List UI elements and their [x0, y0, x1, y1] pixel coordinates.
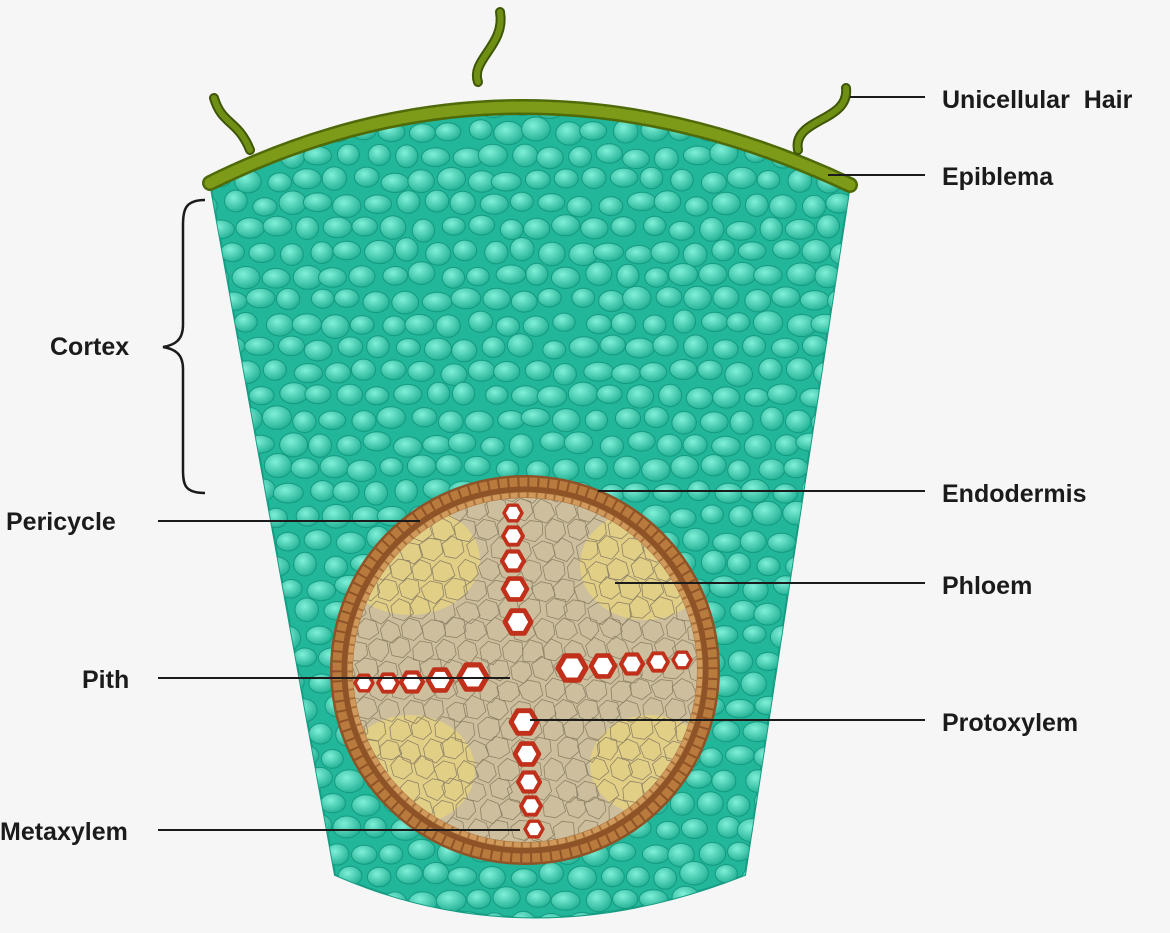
cortex-brace	[163, 200, 205, 493]
label-unicellular-hair: Unicellular Hair	[942, 86, 1133, 114]
label-pith: Pith	[82, 666, 129, 694]
label-epiblema: Epiblema	[942, 163, 1054, 191]
label-protoxylem: Protoxylem	[942, 709, 1078, 737]
label-endodermis: Endodermis	[942, 480, 1086, 508]
label-cortex: Cortex	[50, 333, 129, 361]
label-metaxylem: Metaxylem	[0, 818, 128, 846]
label-pericycle: Pericycle	[6, 508, 116, 536]
label-phloem: Phloem	[942, 572, 1032, 600]
stele	[330, 475, 722, 865]
